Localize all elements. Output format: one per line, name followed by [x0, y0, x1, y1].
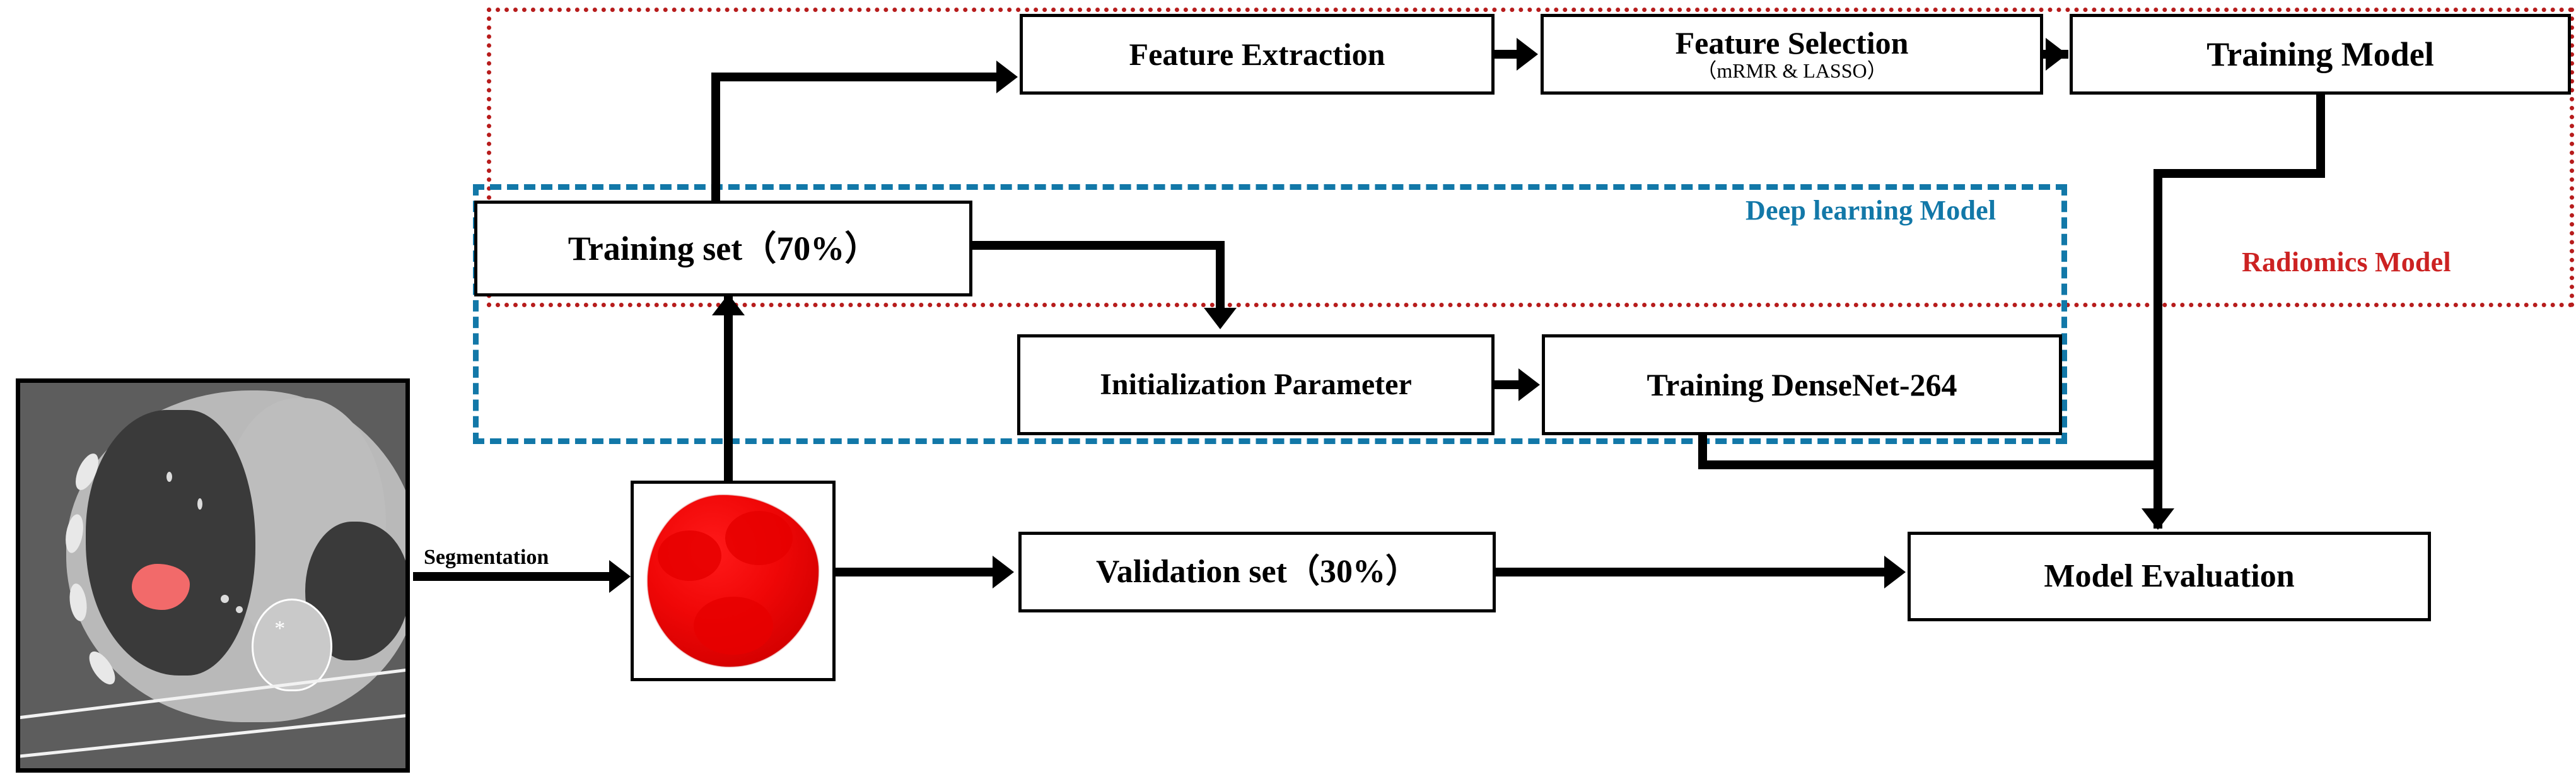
- edge-model-left-horizontal: [2153, 169, 2325, 178]
- ct-left-lung: [85, 409, 255, 676]
- edge-ct-to-tumor-line: [413, 572, 615, 581]
- edge-model-to-evaluation-arrow: [2142, 508, 2174, 530]
- edge-model-to-evaluation-vertical: [2153, 169, 2162, 529]
- edge-training-to-extraction-horizontal: [711, 73, 1001, 81]
- radiomics-model-group: [487, 8, 2574, 307]
- ct-vertebra: [251, 599, 332, 691]
- edge-extraction-to-selection-line: [1495, 50, 1520, 59]
- feature-selection-title: Feature Selection: [1675, 25, 1909, 61]
- ct-vessel-1: [166, 471, 173, 482]
- tumor-lobe-2: [725, 511, 793, 566]
- edge-densenet-right-horizontal: [1698, 460, 2162, 469]
- radiomics-model-label: Radiomics Model: [2242, 247, 2451, 278]
- node-model-evaluation[interactable]: Model Evaluation: [1908, 532, 2431, 621]
- validation-set-title: Validation set（30%）: [1096, 553, 1418, 590]
- segmentation-edge-label: Segmentation: [424, 546, 549, 569]
- node-training-densenet[interactable]: Training DenseNet-264: [1542, 334, 2062, 435]
- deep-learning-model-group: [473, 184, 2067, 444]
- edge-training-to-extraction-arrow: [996, 61, 1018, 93]
- edge-init-to-densenet-arrow: [1518, 368, 1540, 401]
- feature-selection-subtitle: （mRMR & LASSO）: [1696, 59, 1887, 83]
- edge-tumor-to-training-set-arrow: [712, 294, 745, 315]
- deep-learning-model-label: Deep learning Model: [1746, 195, 1996, 226]
- node-validation-set[interactable]: Validation set（30%）: [1018, 532, 1496, 612]
- node-initialization-parameter[interactable]: Initialization Parameter: [1017, 334, 1495, 435]
- edge-ct-to-tumor-arrow: [609, 560, 631, 593]
- edge-selection-to-model-arrow: [2046, 38, 2067, 71]
- edge-training-to-init-vertical: [1216, 241, 1225, 310]
- feature-extraction-title: Feature Extraction: [1129, 37, 1385, 72]
- training-model-title: Training Model: [2206, 35, 2434, 73]
- edge-extraction-to-selection-arrow: [1517, 38, 1538, 71]
- node-feature-extraction[interactable]: Feature Extraction: [1020, 14, 1495, 95]
- ct-vessel-4: [236, 606, 243, 614]
- edge-validation-to-evaluation-line: [1495, 568, 1892, 576]
- initialization-parameter-title: Initialization Parameter: [1100, 368, 1412, 402]
- training-densenet-title: Training DenseNet-264: [1646, 367, 1957, 402]
- tumor-3d-image: [631, 481, 836, 681]
- ct-vessel-2: [197, 498, 203, 510]
- ct-spine-marker: *: [274, 616, 286, 640]
- edge-training-to-init-arrow: [1204, 308, 1237, 329]
- training-set-title: Training set（70%）: [568, 229, 879, 267]
- edge-model-down-vertical: [2316, 95, 2325, 177]
- node-training-model[interactable]: Training Model: [2070, 14, 2571, 95]
- ct-slice-image: *: [16, 378, 410, 773]
- ct-vessel-3: [220, 595, 229, 604]
- model-evaluation-title: Model Evaluation: [2044, 558, 2295, 594]
- node-training-set[interactable]: Training set（70%）: [474, 201, 972, 296]
- edge-tumor-to-training-set-line: [724, 296, 733, 483]
- tumor-lobe-1: [657, 530, 721, 581]
- edge-init-to-densenet-line: [1495, 380, 1520, 389]
- edge-tumor-to-validation-line: [836, 568, 996, 576]
- node-feature-selection[interactable]: Feature Selection （mRMR & LASSO）: [1541, 14, 2043, 95]
- edge-validation-to-evaluation-arrow: [1884, 556, 1906, 588]
- edge-training-to-extraction-vertical: [711, 73, 720, 202]
- tumor-lobe-3: [693, 596, 773, 655]
- edge-tumor-to-validation-arrow: [993, 556, 1014, 588]
- edge-training-to-init-horizontal: [972, 241, 1225, 250]
- ct-nodule-overlay: [132, 564, 190, 611]
